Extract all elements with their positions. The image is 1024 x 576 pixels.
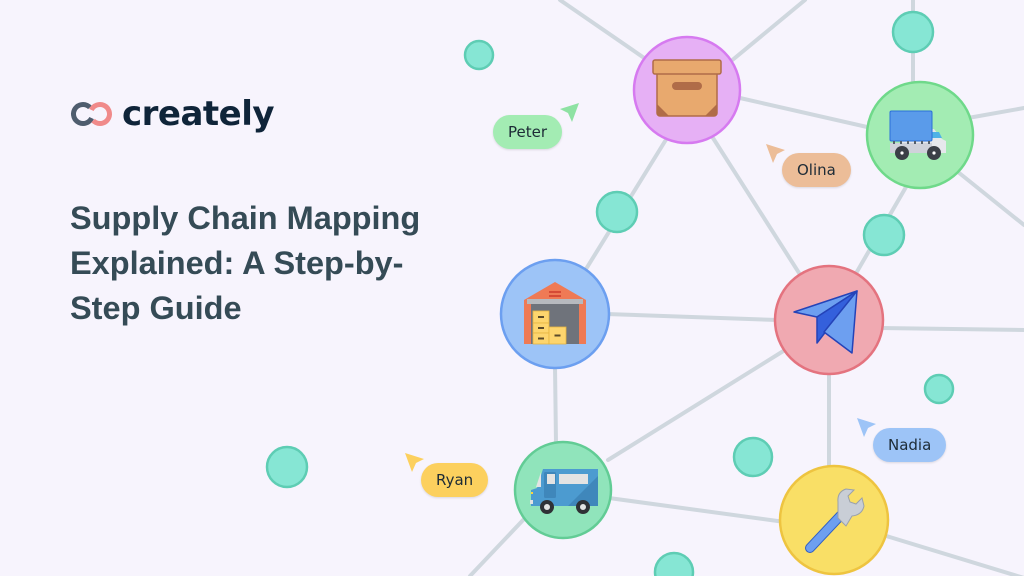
network-dot <box>265 445 309 489</box>
network-edge <box>966 106 1024 120</box>
network-edge <box>880 326 1024 332</box>
title-line-2: Explained: A Step-by- <box>70 245 404 281</box>
cursor-pointer-icon <box>405 453 424 472</box>
warehouse-icon <box>524 282 586 345</box>
network-edge <box>558 0 652 64</box>
wrench-icon <box>805 488 865 553</box>
network-edge <box>606 348 787 462</box>
van-icon <box>530 469 598 514</box>
title-line-3: Step Guide <box>70 290 242 326</box>
network-edge <box>956 170 1024 227</box>
network-edge <box>607 496 787 524</box>
network-dot <box>463 39 495 71</box>
bus-node[interactable] <box>513 440 613 540</box>
cursor-pointer-icon <box>560 103 579 122</box>
network-edge <box>604 312 780 322</box>
network-dot <box>732 436 774 478</box>
paper-plane-icon <box>793 290 858 354</box>
network-edge <box>738 96 869 129</box>
creately-logo[interactable]: creately <box>70 94 275 134</box>
truck-node[interactable] <box>865 80 975 190</box>
network-edge <box>728 0 807 64</box>
delivery-truck-icon <box>889 110 946 160</box>
network-edge <box>468 516 527 576</box>
network-dot <box>891 10 935 54</box>
network-nodes <box>499 35 975 576</box>
box-node[interactable] <box>632 35 742 145</box>
cursor-pointer-icon <box>857 418 876 437</box>
page-title: Supply Chain Mapping Explained: A Step-b… <box>70 196 490 331</box>
warehouse-node[interactable] <box>499 258 611 370</box>
cursor-name-label: Ryan <box>421 463 489 497</box>
wrench-node[interactable] <box>778 464 890 576</box>
network-dot <box>862 213 906 257</box>
title-line-1: Supply Chain Mapping <box>70 200 421 236</box>
cardboard-box-icon <box>652 59 722 117</box>
cursor-pointer-icon <box>766 144 785 163</box>
brand-name: creately <box>122 94 275 134</box>
plane-node[interactable] <box>773 264 885 376</box>
cursor-name-label: Peter <box>493 115 563 149</box>
network-edge <box>881 533 1024 576</box>
cursor-name-label: Olina <box>782 153 851 187</box>
network-dot <box>595 190 639 234</box>
network-dot <box>923 373 955 405</box>
network-dots <box>265 10 955 576</box>
network-dot <box>653 551 695 576</box>
network-edge <box>553 364 558 446</box>
cursor-name-label: Nadia <box>873 428 947 462</box>
creately-logo-icon <box>71 102 112 126</box>
